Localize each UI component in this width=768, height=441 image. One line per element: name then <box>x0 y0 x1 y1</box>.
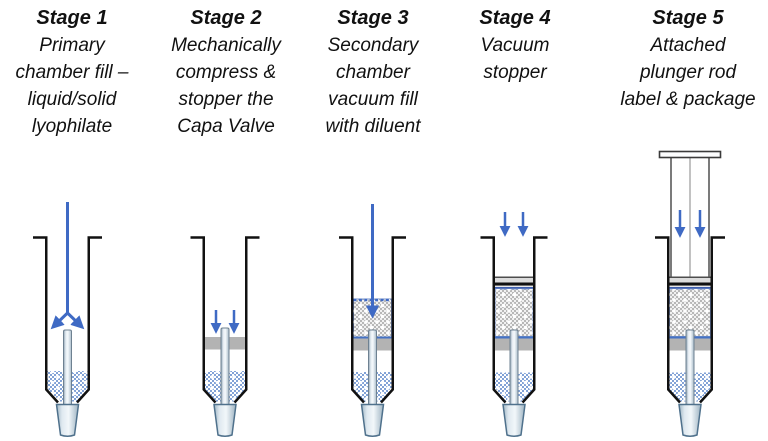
stage-1-description: Primary chamber fill – liquid/solid lyop… <box>15 35 129 137</box>
barrel-outline <box>480 236 548 404</box>
stage-1-syringe <box>33 202 102 437</box>
stage-3-description: Secondary chamber vacuum fill with dilue… <box>325 35 421 137</box>
tip-cap <box>360 403 385 437</box>
plunger-rod <box>658 150 722 277</box>
stage-4-syringe <box>480 212 548 437</box>
stage-3-header: Stage 3 Secondary chamber vacuum fill wi… <box>303 4 443 140</box>
stage-4-title: Stage 4 <box>479 7 551 29</box>
stage-2-syringe <box>190 236 260 437</box>
diluent-fill <box>669 288 711 337</box>
fill-split-arrow-icon <box>50 202 85 330</box>
stage-3-title: Stage 3 <box>337 7 409 29</box>
diluent-fill <box>494 288 534 337</box>
stage-4-header: Stage 4 Vacuum stopper <box>447 4 583 86</box>
barrel-outline <box>33 236 102 404</box>
stage-3-syringe <box>339 204 406 437</box>
stage-5-description: Attached plunger rod label & package <box>620 35 756 110</box>
barrel-outline <box>339 236 406 404</box>
vacuum-stopper <box>495 276 533 289</box>
push-arrows-icon <box>674 210 706 238</box>
stage-5-header: Stage 5 Attached plunger rod label & pac… <box>597 4 768 113</box>
tip-cap <box>678 403 702 437</box>
vacuum-stopper <box>669 276 711 289</box>
stage-2-description: Mechanically compress & stopper the Capa… <box>171 35 281 137</box>
stage-1-title: Stage 1 <box>36 7 108 29</box>
stage-2-title: Stage 2 <box>190 7 262 29</box>
stage-4-description: Vacuum stopper <box>480 35 550 83</box>
vacuum-arrows-icon <box>499 212 529 237</box>
stage-2-header: Stage 2 Mechanically compress & stopper … <box>150 4 302 140</box>
tip-cap <box>502 403 526 437</box>
compress-arrows-icon <box>210 310 240 334</box>
stage-5-title: Stage 5 <box>652 7 724 29</box>
barrel-outline <box>190 236 260 404</box>
tip-cap <box>213 403 237 437</box>
stage-1-header: Stage 1 Primary chamber fill – liquid/so… <box>2 4 142 140</box>
stage-5-syringe <box>655 150 725 437</box>
barrel-outline <box>655 236 725 404</box>
tip-cap <box>55 403 80 437</box>
